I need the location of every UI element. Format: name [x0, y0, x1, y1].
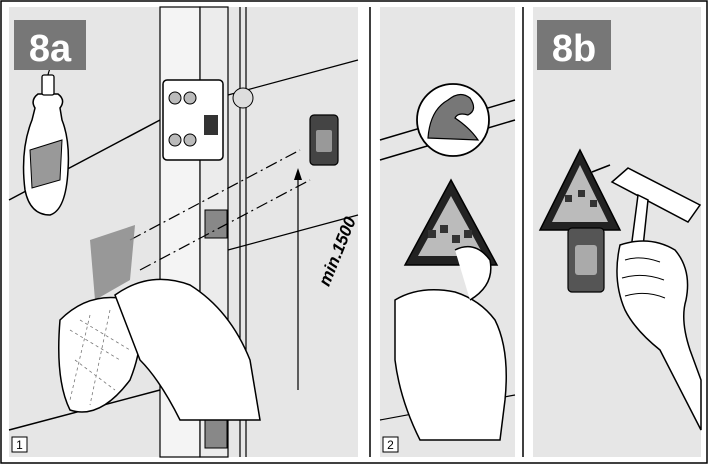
badge-8b	[537, 20, 611, 70]
step-1-number: 1	[16, 438, 23, 452]
hand-holding-hammer-icon	[616, 240, 702, 431]
panel-3-background	[533, 7, 701, 457]
dish-soap-bottle-icon	[22, 61, 70, 216]
shock-sensor-icon	[567, 227, 605, 293]
badge-8a-label: 8a	[29, 28, 72, 70]
door-hinge-icon	[162, 79, 254, 161]
cleaning-cloth-hand-icon	[58, 278, 261, 421]
protective-sticker-icon	[90, 225, 135, 300]
thumb-press-hand-icon	[394, 245, 507, 441]
warning-triangle-sticker-icon	[538, 148, 622, 231]
badge-8a	[14, 20, 86, 70]
shock-sensor-icon	[309, 114, 339, 166]
step-1-box	[11, 436, 28, 453]
panel-2: 2	[379, 7, 516, 457]
badge-8b-label: 8b	[552, 28, 596, 70]
warning-triangle-sticker-icon	[403, 178, 499, 266]
panel-3: 8b	[533, 7, 702, 457]
strong-arm-icon	[416, 83, 490, 157]
step-2-box	[382, 436, 399, 453]
panel-1: min.1500 8a 1	[8, 6, 360, 458]
step-2-number: 2	[387, 438, 394, 452]
